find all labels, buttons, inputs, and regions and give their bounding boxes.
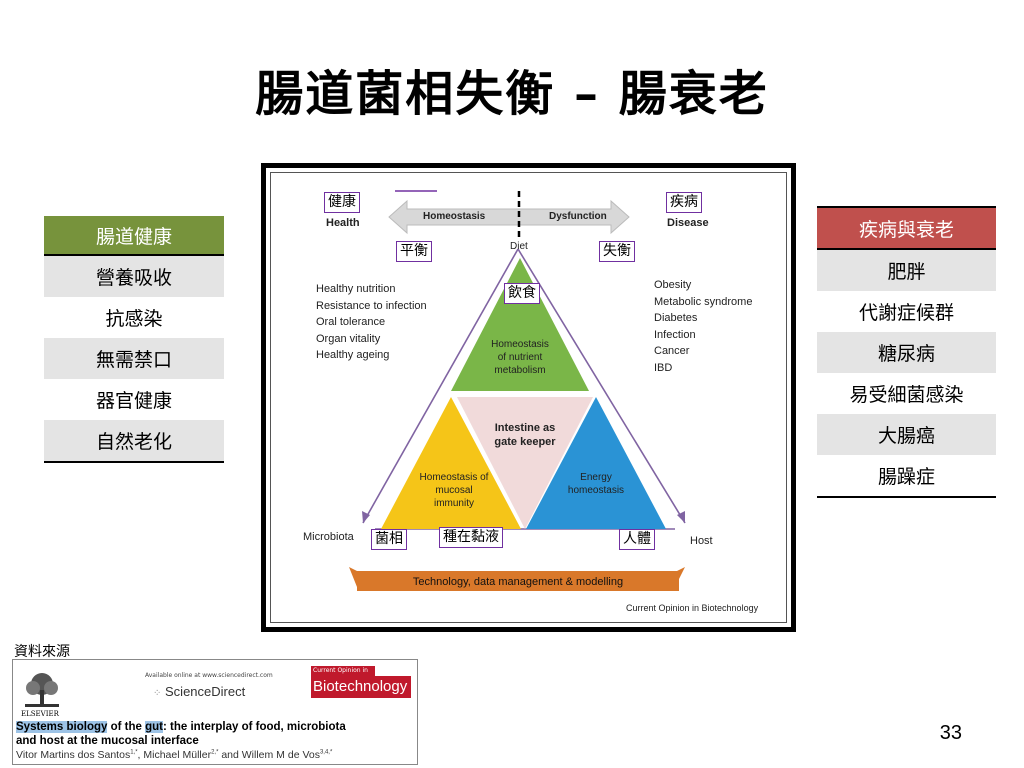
nutrient-text-line: Homeostasis [491, 339, 549, 350]
disease-aging-table: 疾病與衰老 肥胖 代謝症候群 糖尿病 易受細菌感染 大腸癌 腸躁症 [817, 206, 996, 498]
mucosal-text-line: Homeostasis of [419, 472, 489, 483]
table-cell: 無需禁口 [44, 338, 224, 379]
figure-frame: Health Disease Homeostasis Dysfunction D… [261, 163, 796, 632]
paper-title: Systems biology of the gut: the interpla… [16, 720, 346, 748]
gut-health-table: 腸道健康 營養吸收 抗感染 無需禁口 器官健康 自然老化 [44, 216, 224, 463]
list-item: Healthy nutrition [316, 283, 396, 295]
zh-balance-box: 平衡 [396, 241, 432, 262]
table-cell: 器官健康 [95, 390, 172, 412]
disease-list: Obesity Metabolic syndrome Diabetes Infe… [654, 277, 752, 376]
energy-text-line: Energy [580, 472, 612, 483]
mucosal-text-line: immunity [433, 498, 474, 509]
title-highlight: gut [145, 721, 163, 733]
table-cell: 糖尿病 [817, 332, 996, 373]
mucosal-triangle [381, 397, 521, 529]
diet-label: Diet [510, 241, 528, 252]
sciencedirect-text: ScienceDirect [165, 684, 246, 699]
elsevier-label: ELSEVIER [21, 710, 59, 718]
list-item: Resistance to infection [316, 299, 427, 312]
author-text: and Willem M de Vos [218, 749, 320, 761]
left-arrow-line [362, 248, 519, 524]
right-arrow-line [517, 248, 686, 524]
list-item: Obesity [654, 279, 692, 291]
paper-title-line2: and host at the mucosal interface [16, 735, 199, 747]
author-text: , Michael Müller [137, 749, 212, 761]
host-label: Host [690, 535, 713, 547]
table-cell: 營養吸收 [44, 255, 224, 297]
gatekeeper-text-line: Intestine as [494, 422, 556, 434]
paper-title-line1: Systems biology of the gut: the interpla… [16, 720, 346, 734]
zh-health-box: 健康 [324, 192, 360, 213]
mucosal-text: Homeostasis of mucosal immunity [399, 471, 509, 510]
triangle-diagram [349, 190, 686, 591]
list-item: Healthy ageing [316, 349, 390, 361]
left-arrow-head [362, 511, 370, 523]
mucosal-text-line: mucosal [435, 485, 473, 496]
page-number: 33 [939, 722, 962, 744]
gut-systems-figure: Health Disease Homeostasis Dysfunction D… [270, 172, 787, 623]
list-item: Metabolic syndrome [654, 295, 753, 308]
paper-authors: Vitor Martins dos Santos1,*, Michael Mül… [16, 749, 332, 761]
source-label: 資料來源 [14, 644, 70, 660]
table-cell: 代謝症候群 [858, 302, 954, 324]
table-cell: 肥胖 [817, 249, 996, 291]
journal-name: Biotechnology [311, 676, 411, 698]
zh-microbiota-box: 菌相 [371, 529, 407, 550]
title-text: : the interplay of food, microbiota [162, 721, 346, 733]
table-cell: 抗感染 [105, 308, 163, 330]
list-item: Cancer [654, 345, 690, 357]
zh-disease-box: 疾病 [666, 192, 702, 213]
gatekeeper-triangle [457, 397, 593, 529]
gut-health-header: 腸道健康 [44, 216, 224, 256]
nutrient-triangle [451, 258, 589, 391]
microbiota-label: Microbiota [303, 531, 354, 543]
table-cell: 腸躁症 [817, 455, 996, 498]
paper-reference: ELSEVIER Available online at www.science… [12, 659, 418, 765]
author-sup: 2,* [211, 749, 219, 756]
energy-text-line: homeostasis [567, 485, 625, 496]
page-title: 腸道菌相失衡 – 腸衰老 [255, 66, 769, 122]
homeostasis-label: Homeostasis [423, 211, 486, 222]
zh-colonization-box: 種在黏液 [439, 527, 503, 548]
list-item: Oral tolerance [316, 316, 386, 328]
right-arrow-head [677, 511, 685, 523]
zh-host-box: 人體 [619, 529, 655, 550]
nutrient-text-line: metabolism [494, 365, 546, 376]
disease-aging-header: 疾病與衰老 [817, 206, 996, 250]
health-label: Health [326, 217, 360, 229]
technology-bar-text: Technology, data management & modelling [412, 576, 624, 588]
author-sup: 1,* [130, 749, 138, 756]
technology-bar-fill [357, 571, 679, 591]
title-highlight: Systems biology [16, 721, 108, 733]
nutrient-text: Homeostasis of nutrient metabolism [470, 338, 570, 377]
energy-text: Energy homeostasis [546, 471, 646, 497]
sciencedirect-logo: ⁘ ScienceDirect [153, 684, 245, 699]
gatekeeper-text-line: gate keeper [494, 436, 556, 448]
author-sup: 3,4,* [319, 749, 333, 756]
list-item: IBD [654, 361, 673, 374]
dysfunction-label: Dysfunction [549, 211, 607, 222]
sciencedirect-dots-icon: ⁘ [153, 688, 162, 699]
zh-diet-box: 飲食 [504, 283, 540, 304]
journal-small: Current Opinion in [311, 666, 375, 676]
author-text: Vitor Martins dos Santos [16, 749, 131, 761]
health-list: Healthy nutrition Resistance to infectio… [316, 281, 427, 364]
elsevier-tree-logo [19, 670, 65, 710]
available-online: Available online at www.sciencedirect.co… [145, 672, 273, 679]
list-item: Infection [654, 328, 696, 341]
gatekeeper-text: Intestine as gate keeper [475, 421, 575, 449]
list-item: Diabetes [654, 312, 698, 324]
figure-credit: Current Opinion in Biotechnology [626, 603, 759, 613]
disease-label: Disease [667, 217, 709, 229]
table-cell: 易受細菌感染 [849, 384, 964, 406]
energy-triangle [526, 397, 666, 529]
journal-logo: Current Opinion in Biotechnology [311, 666, 411, 704]
table-cell: 大腸癌 [817, 414, 996, 455]
table-cell: 自然老化 [44, 420, 224, 463]
homeostasis-dysfunction-arrow [388, 199, 630, 235]
list-item: Organ vitality [316, 332, 381, 345]
nutrient-text-line: of nutrient [497, 352, 543, 363]
zh-imbalance-box: 失衡 [599, 241, 635, 262]
title-text: of the [107, 721, 146, 733]
